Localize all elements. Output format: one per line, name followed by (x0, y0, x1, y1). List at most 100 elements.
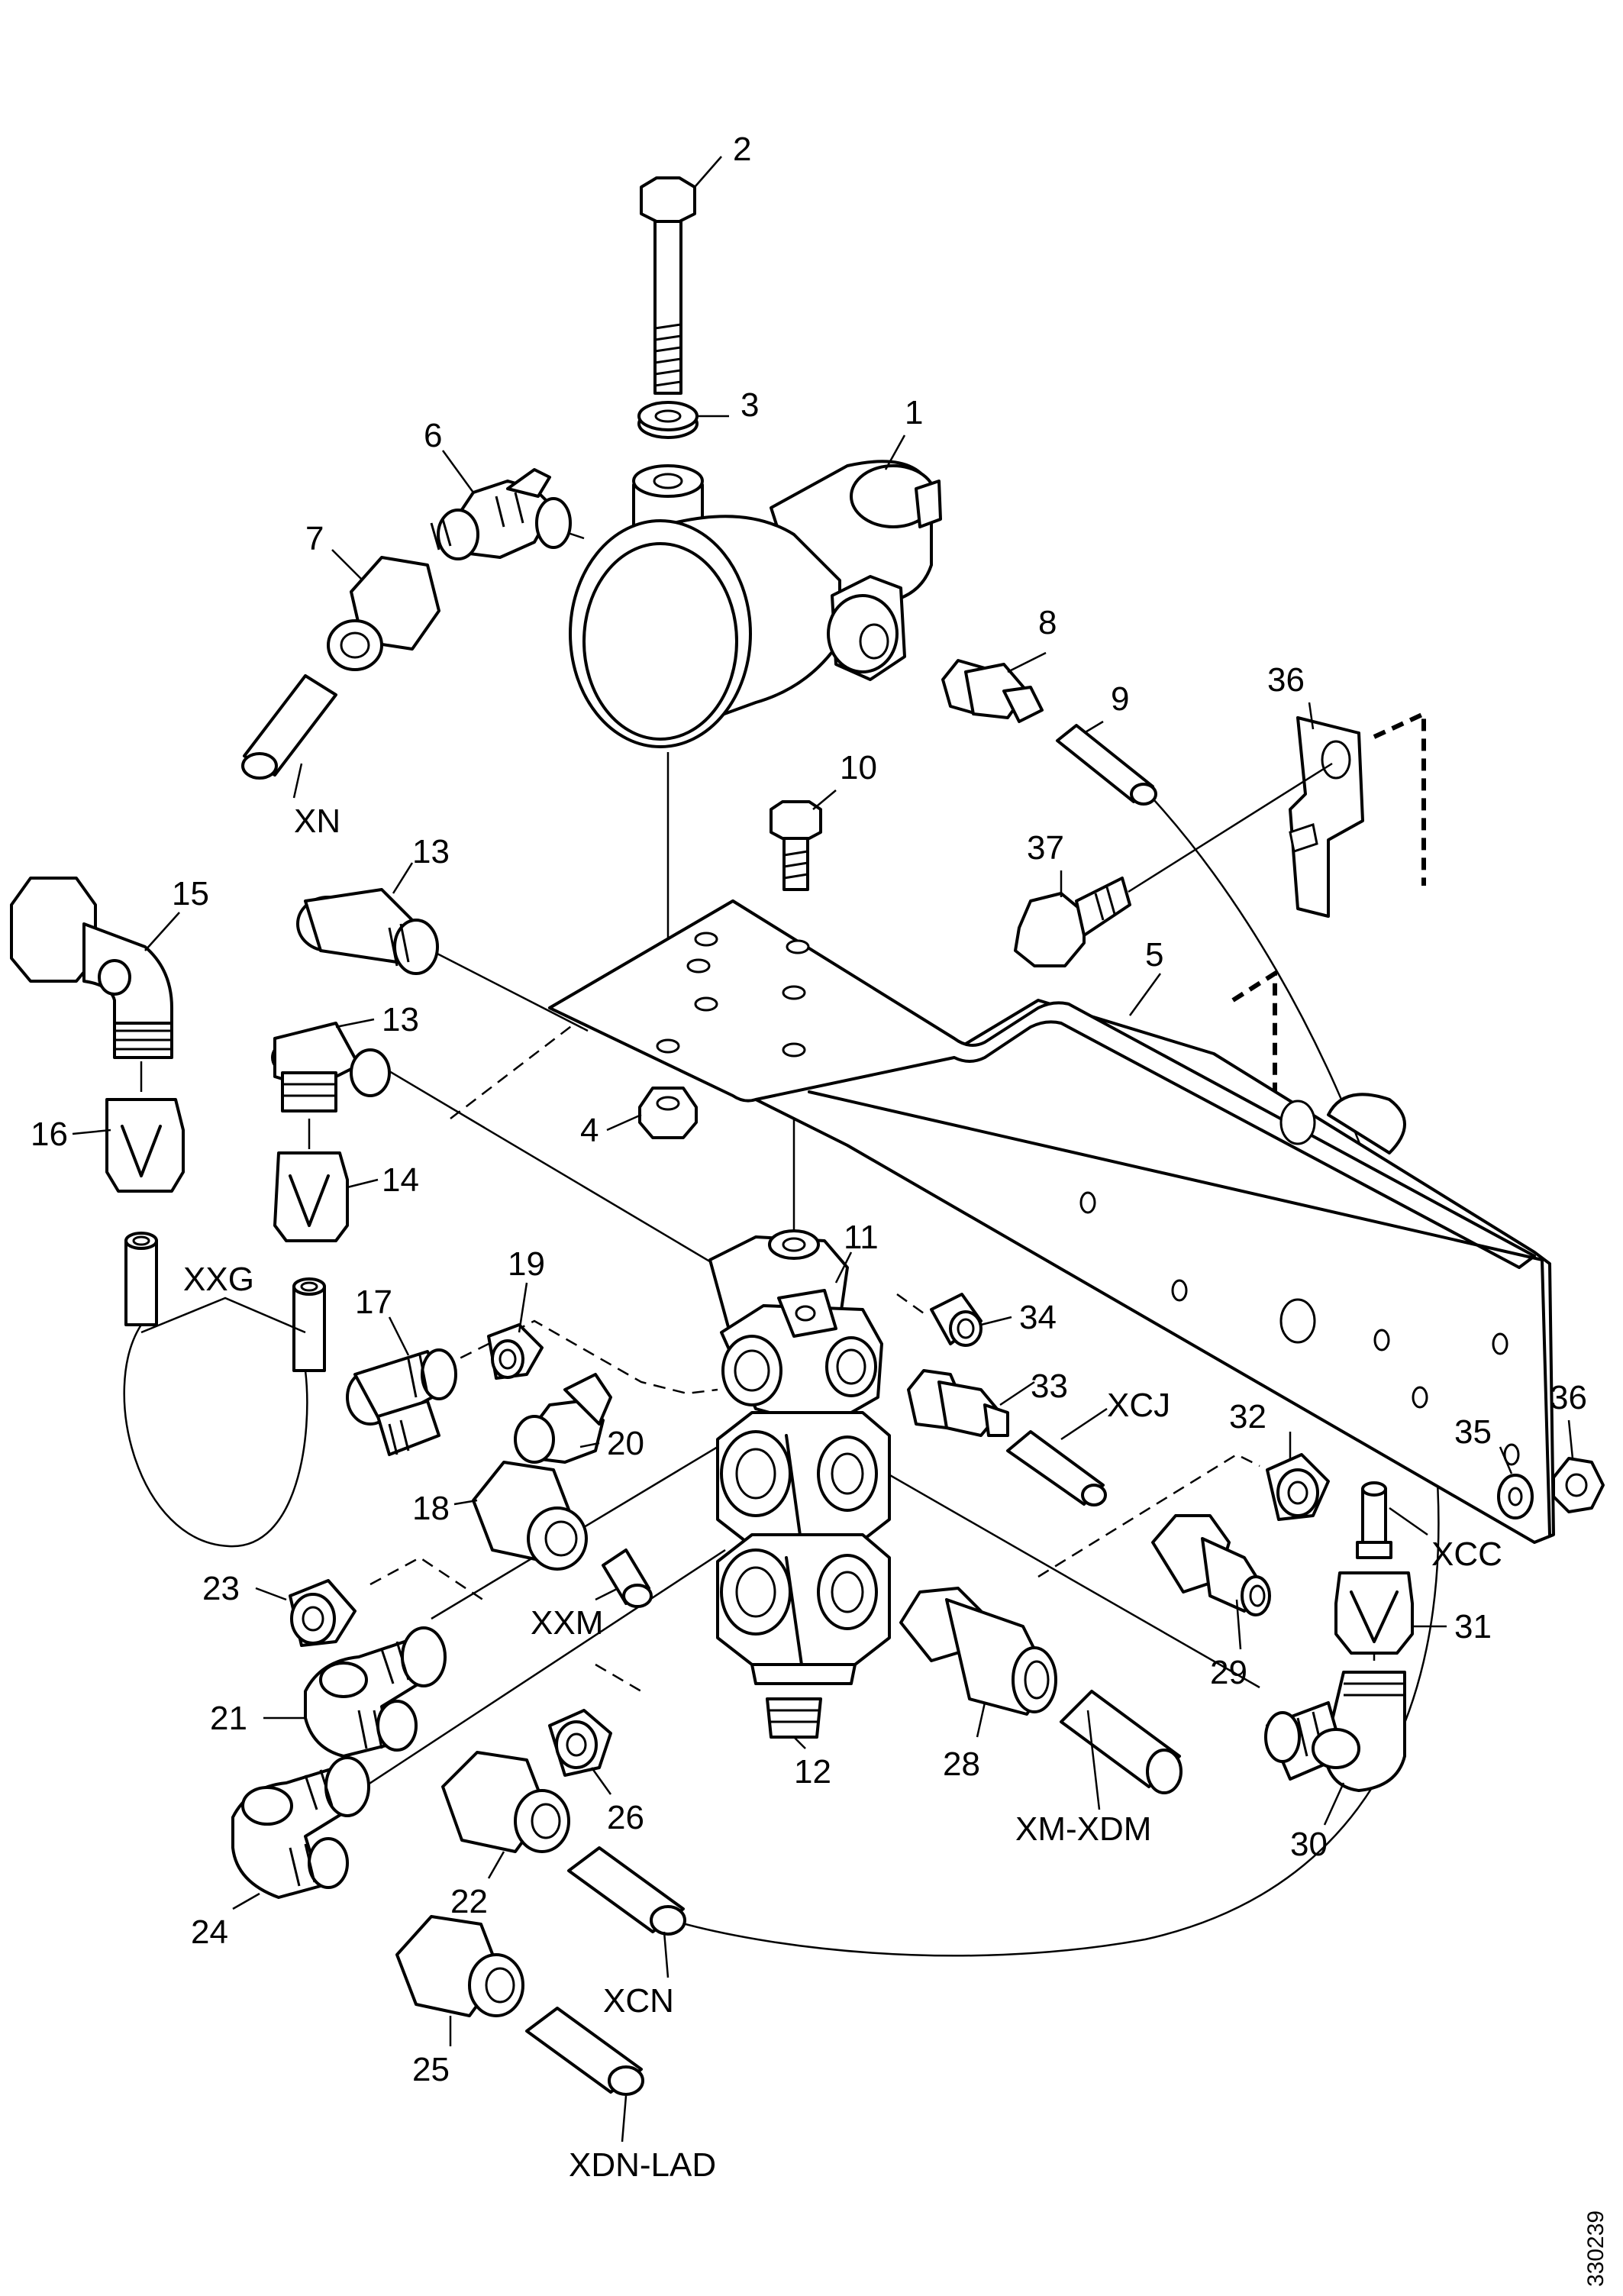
fitting-part-32 (907, 1369, 1009, 1437)
label-xm-xdm: XM-XDM (1015, 1810, 1151, 1848)
bracket-outline-lower (1231, 969, 1277, 1367)
leader-28 (1235, 1599, 1242, 1650)
callout-12: 12 (794, 1753, 831, 1791)
fitting-part-27 (899, 1587, 1057, 1716)
plug-part-33 (930, 1293, 983, 1347)
label-xdn-lad: XDN-LAD (569, 2146, 716, 2184)
nut-part-22 (441, 1751, 570, 1853)
callout-21: 21 (210, 1700, 247, 1737)
tube-xxg-left (124, 1232, 158, 1326)
callout-14: 14 (382, 1161, 419, 1199)
callout-6: 6 (424, 417, 442, 454)
callout-10: 10 (840, 749, 877, 786)
leader-xcj (1060, 1407, 1108, 1441)
leader-22 (487, 1851, 505, 1879)
leader-xcc (1389, 1506, 1428, 1536)
nut-part-37 (1552, 1457, 1605, 1513)
leader-13a (392, 862, 414, 894)
nut-part-14 (273, 1151, 349, 1242)
label-xxg: XXG (183, 1261, 254, 1298)
callout-36: 35 (1454, 1413, 1492, 1451)
axis-29 (847, 1449, 1260, 1689)
callout-18: 18 (412, 1490, 450, 1527)
valve-part-1 (569, 460, 942, 748)
bracket-outline-upper (1373, 710, 1426, 886)
leader-10 (812, 790, 837, 810)
callout-20: 20 (607, 1425, 644, 1462)
leader-26 (590, 1767, 612, 1795)
leader-9 (1083, 720, 1104, 735)
leader-24 (232, 1892, 260, 1910)
leader-7 (331, 549, 363, 581)
nut-part-4 (638, 1087, 698, 1139)
callout-4: 4 (580, 1112, 599, 1149)
elbow-part-29 (1264, 1671, 1406, 1792)
leader-11 (834, 1251, 853, 1284)
hose-curve-xxg (123, 1324, 308, 1548)
leader-6 (441, 450, 475, 493)
plug-part-12 (766, 1697, 822, 1739)
leader-1 (884, 434, 906, 470)
guide-plate-left (450, 1019, 581, 1119)
axis-24 (358, 1548, 726, 1792)
callout-1: 1 (905, 394, 923, 431)
callout-34: 36 (1267, 661, 1305, 699)
axis-13b (385, 1067, 734, 1277)
leader-xm-xdm (1086, 1710, 1101, 1810)
leader-4 (606, 1113, 642, 1132)
leader-29 (1323, 1782, 1345, 1826)
elbow-part-13-lower (271, 1022, 391, 1112)
label-xcc: XCC (1431, 1536, 1502, 1573)
label-xcj: XCJ (1107, 1387, 1170, 1424)
callout-11: 11 (844, 1219, 879, 1256)
guide-26 (595, 1663, 642, 1693)
leader-xxm (595, 1587, 619, 1601)
callout-7: 7 (305, 520, 324, 557)
tube-xcj (1006, 1430, 1107, 1506)
bolt-part-2 (640, 176, 696, 395)
nut-part-25 (395, 1915, 524, 2017)
tube-xcn (567, 1846, 686, 1936)
label-xxm: XXM (531, 1604, 603, 1642)
callout-2: 2 (733, 131, 751, 168)
callout-13-upper: 13 (412, 833, 450, 870)
fitting-part-8 (941, 659, 1044, 723)
tube-xm-xdm (1060, 1690, 1183, 1794)
leader-xxg (140, 1297, 306, 1334)
label-xcn: XCN (603, 1982, 674, 2020)
tube-xdn-lad (525, 2007, 644, 2096)
plug-part-19 (487, 1323, 544, 1380)
callout-31: 32 (1229, 1398, 1266, 1435)
leader-8 (1007, 651, 1047, 673)
washer-part-36 (1497, 1474, 1534, 1519)
leader-33 (980, 1316, 1012, 1326)
callout-22: 22 (450, 1883, 488, 1920)
axis-13a (431, 949, 589, 1032)
callout-15: 15 (172, 875, 209, 912)
leader-37 (1567, 1419, 1574, 1459)
hose-curve-xcn (671, 790, 1440, 1957)
callout-19: 19 (508, 1245, 545, 1283)
callout-23: 23 (202, 1570, 240, 1607)
callout-35: 37 (1027, 829, 1064, 867)
tube-part-9 (1056, 724, 1157, 806)
leader-12 (793, 1736, 806, 1749)
callout-24: 24 (191, 1913, 228, 1951)
leader-xn (292, 763, 303, 799)
guide-23 (369, 1556, 489, 1605)
callout-37: 36 (1550, 1379, 1587, 1416)
bolt-part-35 (1014, 762, 1333, 967)
leader-20 (579, 1442, 600, 1448)
nut-part-7 (327, 556, 440, 671)
tube-xcc (1356, 1481, 1392, 1559)
elbow-part-17 (346, 1348, 457, 1456)
elbow-part-6 (430, 468, 572, 560)
leader-34 (1308, 702, 1315, 730)
document-id: 330239 (1583, 2210, 1608, 2287)
plug-part-26 (548, 1709, 612, 1777)
callout-26: 26 (607, 1799, 644, 1836)
washer-part-3 (637, 401, 699, 439)
leader-19 (518, 1282, 528, 1333)
nut-part-18 (472, 1461, 588, 1571)
guide-33 (896, 1293, 924, 1315)
